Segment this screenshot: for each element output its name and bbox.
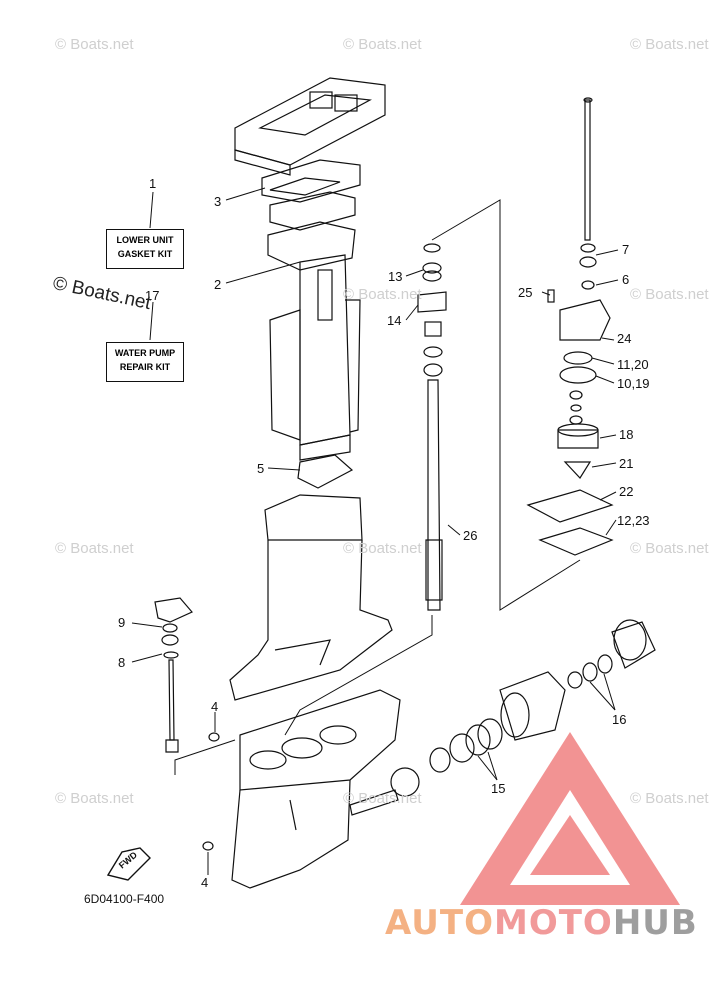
callout-17: 17 xyxy=(145,288,160,303)
upper-casing-part xyxy=(229,494,393,701)
brand-wordmark: AUTOMOTOHUB xyxy=(385,903,698,943)
callout-6: 6 xyxy=(622,272,630,287)
callout-8: 8 xyxy=(118,655,126,670)
shift-rod-part xyxy=(154,597,193,753)
callout-14: 14 xyxy=(387,313,402,328)
brand-part-hub: HUB xyxy=(612,903,698,943)
water-pump-shaft-part xyxy=(526,97,614,556)
kit-label-line-1: WATER PUMP xyxy=(114,348,176,358)
watermark: © Boats.net xyxy=(630,790,709,807)
callout-7: 7 xyxy=(622,242,630,257)
plate-part xyxy=(269,191,356,231)
brand-part-moto: MOTO xyxy=(493,903,613,943)
watermark: © Boats.net xyxy=(343,540,422,557)
callout-4-lower: 4 xyxy=(201,875,209,890)
callout-9: 9 xyxy=(118,615,126,630)
callout-22: 22 xyxy=(619,484,634,499)
callout-10-19: 10,19 xyxy=(617,376,650,391)
gasket-part-5 xyxy=(297,454,354,489)
callout-15: 15 xyxy=(491,781,506,796)
callout-24: 24 xyxy=(617,331,632,346)
watermark: © Boats.net xyxy=(630,540,709,557)
callout-5: 5 xyxy=(257,461,265,476)
callout-21: 21 xyxy=(619,456,634,471)
top-cover-part xyxy=(234,77,386,176)
watermark: © Boats.net xyxy=(55,790,134,807)
brand-logo-icon xyxy=(460,732,680,905)
watermark: © Boats.net xyxy=(630,36,709,53)
callout-11-20: 11,20 xyxy=(617,357,649,372)
kit-label-line-1: LOWER UNIT xyxy=(116,235,174,245)
callout-3: 3 xyxy=(214,194,222,209)
fwd-arrow-icon xyxy=(106,847,151,881)
watermark: © Boats.net xyxy=(630,286,709,303)
watermark: © Boats.net xyxy=(343,286,422,303)
bolt-part-upper xyxy=(208,732,220,742)
lower-casing-part xyxy=(231,689,401,889)
callout-26: 26 xyxy=(463,528,478,543)
bolt-part-lower xyxy=(202,841,214,851)
callout-1: 1 xyxy=(149,176,157,191)
callout-12-23: 12,23 xyxy=(617,513,650,528)
kit-label-line-2: GASKET KIT xyxy=(117,248,173,259)
water-pump-repair-kit-box: WATER PUMP REPAIR KIT xyxy=(106,342,184,382)
callout-4-upper: 4 xyxy=(211,699,219,714)
callout-25: 25 xyxy=(518,285,533,300)
watermark: © Boats.net xyxy=(343,790,422,807)
propeller-shaft-part xyxy=(349,619,656,816)
callout-18: 18 xyxy=(619,427,634,442)
callout-16: 16 xyxy=(612,712,627,727)
gasket-part-3 xyxy=(261,159,361,203)
watermark: © Boats.net xyxy=(343,36,422,53)
kit-label-line-2: REPAIR KIT xyxy=(119,361,171,372)
gasket-part-2 xyxy=(267,221,356,271)
diagram-part-number: 6D04100-F400 xyxy=(84,892,165,906)
drive-shaft-part xyxy=(417,243,447,611)
callout-13: 13 xyxy=(388,269,403,284)
callout-2: 2 xyxy=(214,277,222,292)
watermark: © Boats.net xyxy=(55,36,134,53)
brand-part-auto: AUTO xyxy=(385,903,494,943)
watermark: © Boats.net xyxy=(55,540,134,557)
lower-unit-gasket-kit-box: LOWER UNIT GASKET KIT xyxy=(106,229,184,269)
upper-housing-part xyxy=(269,254,361,461)
